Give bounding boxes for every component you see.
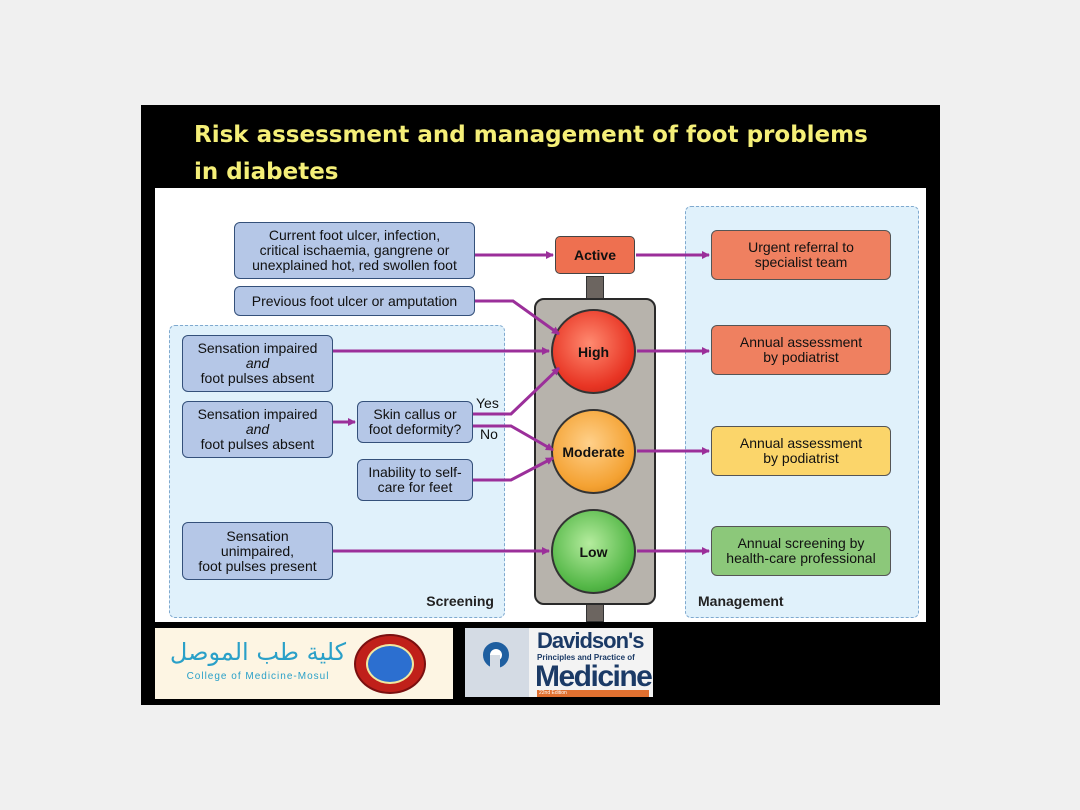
mgmt-low-line-1: Annual screening by — [737, 535, 865, 551]
high-sens-line-1: Sensation impaired — [197, 340, 318, 356]
high-annual-assessment-box: Annual assessment by podiatrist — [711, 325, 891, 375]
mgmt-active-line-1: Urgent referral to — [748, 239, 854, 255]
mgmt-low-line-2: health-care professional — [726, 550, 876, 566]
previous-line-1: Previous foot ulcer or amputation — [251, 292, 458, 309]
no-label: No — [480, 426, 498, 442]
callus-deformity-box: Skin callus or foot deformity? — [357, 401, 473, 443]
low-sensation-box: Sensation unimpaired, foot pulses presen… — [182, 522, 333, 580]
current-line-3: unexplained hot, red swollen foot — [252, 257, 457, 273]
moderate-sensation-box: Sensation impaired and foot pulses absen… — [182, 401, 333, 458]
current-foot-problem-box: Current foot ulcer, infection, critical … — [234, 222, 475, 279]
mgmt-active-line-2: specialist team — [754, 254, 848, 270]
low-risk-light: Low — [551, 509, 636, 594]
davidsons-medicine-logo: Davidson's Principles and Practice of Me… — [465, 628, 653, 697]
current-line-1: Current foot ulcer, infection, — [268, 227, 441, 243]
yes-label: Yes — [476, 395, 499, 411]
slide-title: Risk assessment and management of foot p… — [194, 122, 868, 185]
low-sens-line-2: unimpaired, — [220, 542, 295, 559]
college-seal-icon — [354, 634, 426, 694]
college-arabic-name: كلية طب الموصل — [169, 638, 347, 666]
urgent-referral-box: Urgent referral to specialist team — [711, 230, 891, 280]
active-risk-box: Active — [555, 236, 635, 274]
callus-line-2: foot deformity? — [368, 421, 462, 437]
mgmt-high-line-2: by podiatrist — [763, 349, 839, 365]
annual-screening-box: Annual screening by health-care professi… — [711, 526, 891, 576]
selfcare-line-1: Inability to self- — [368, 464, 462, 480]
self-care-box: Inability to self- care for feet — [357, 459, 473, 501]
arrow-selfcare-to-moderate — [473, 456, 554, 482]
book-title: Davidson's — [537, 628, 644, 653]
moderate-risk-light: Moderate — [551, 409, 636, 494]
screening-label: Screening — [426, 593, 494, 609]
mgmt-high-line-1: Annual assessment — [739, 334, 863, 350]
arrow-lines — [333, 251, 710, 555]
callus-line-1: Skin callus or — [373, 406, 457, 422]
mod-sens-line-3: foot pulses absent — [200, 436, 315, 452]
davidsons-mark-icon — [465, 628, 529, 697]
mod-sens-line-1: Sensation impaired — [197, 406, 318, 422]
selfcare-line-2: care for feet — [377, 479, 453, 495]
previous-ulcer-box: Previous foot ulcer or amputation — [234, 286, 475, 316]
management-label: Management — [698, 593, 784, 609]
arrow-callus-no-to-moderate — [473, 424, 554, 452]
mgmt-mod-line-2: by podiatrist — [763, 450, 839, 466]
mod-sens-line-2: and — [245, 421, 270, 437]
arrow-previous-to-high — [475, 299, 560, 336]
high-sens-line-3: foot pulses absent — [200, 370, 315, 386]
current-line-2: critical ischaemia, gangrene or — [259, 242, 450, 258]
college-of-medicine-mosul-logo: كلية طب الموصل College of Medicine-Mosul — [155, 628, 453, 699]
book-subtitle: Principles and Practice of — [537, 653, 635, 662]
flow-arrows — [333, 251, 710, 555]
moderate-annual-assessment-box: Annual assessment by podiatrist — [711, 426, 891, 476]
arrow-callus-yes-to-high — [473, 366, 561, 416]
book-main-title: Medicine — [535, 660, 653, 693]
slide: Risk assessment and management of foot p… — [141, 105, 940, 705]
diagram-panel: Screening Management Current foot ulcer,… — [155, 188, 926, 622]
mgmt-mod-line-1: Annual assessment — [739, 435, 863, 451]
high-sensation-box: Sensation impaired and foot pulses absen… — [182, 335, 333, 392]
college-english-name: College of Medicine-Mosul — [186, 671, 330, 682]
high-sens-line-2: and — [245, 355, 270, 371]
high-risk-light: High — [551, 309, 636, 394]
low-sens-line-1: Sensation — [226, 527, 289, 544]
book-edition: 22nd Edition — [537, 690, 649, 697]
low-sens-line-3: foot pulses present — [198, 557, 317, 574]
